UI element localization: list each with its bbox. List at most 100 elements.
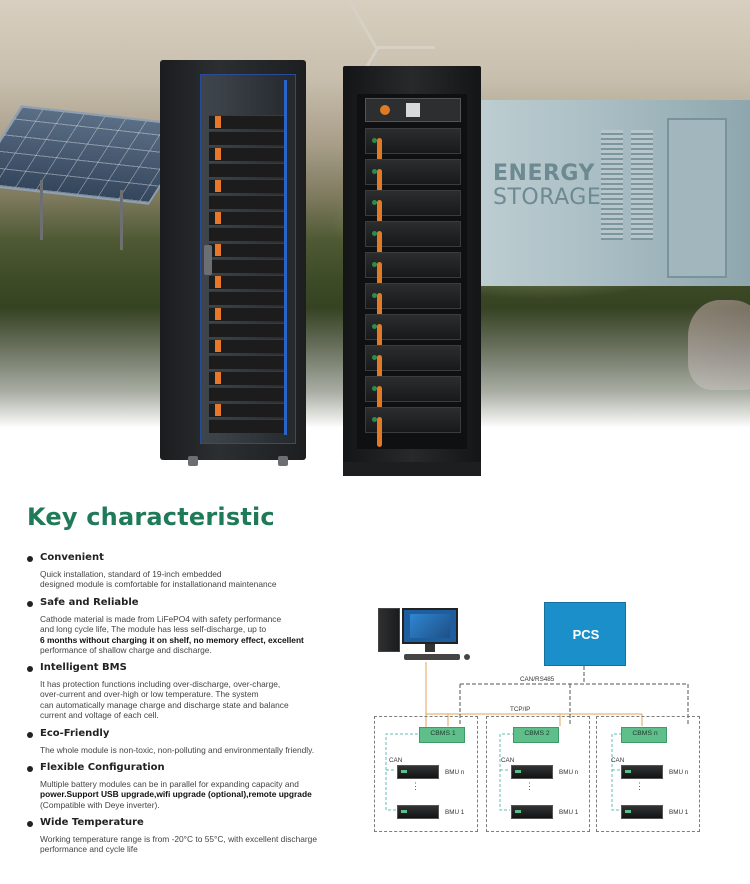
feature-title: Safe and Reliable xyxy=(40,597,139,608)
can-label: CAN xyxy=(389,757,403,764)
feature-line: designed module is comfortable for insta… xyxy=(40,579,277,590)
pcs-label: PCS xyxy=(572,627,600,642)
keyboard-icon xyxy=(404,654,460,660)
container-vent xyxy=(631,130,653,240)
monitor-stand xyxy=(425,644,435,652)
cable-tag xyxy=(215,276,221,288)
bmu-label: BMU n xyxy=(445,769,465,776)
battery-slot xyxy=(209,211,287,225)
orange-cable xyxy=(377,293,382,323)
feature-line: performance and cycle life xyxy=(40,844,138,855)
feature-title: Flexible Configuration xyxy=(40,762,165,773)
status-led-icon xyxy=(372,231,377,236)
feature-line: Multiple battery modules can be in paral… xyxy=(40,779,299,789)
bullet-icon xyxy=(27,556,33,562)
battery-cabinet-glass-door xyxy=(160,60,306,466)
bullet-icon xyxy=(27,821,33,827)
battery-slot xyxy=(209,403,287,417)
orange-cable xyxy=(377,386,382,416)
orange-cable xyxy=(377,169,382,199)
bmu-label: BMU 1 xyxy=(669,809,689,816)
feature-emphasis: power.Support USB upgrade,wifi upgrade (… xyxy=(40,789,312,800)
cbms-label: CBMS 2 xyxy=(524,730,550,737)
feature-body: Working temperature range is from -20°C … xyxy=(40,834,365,855)
cable-tag xyxy=(215,372,221,384)
battery-slot xyxy=(209,339,287,353)
status-led-icon xyxy=(372,262,377,267)
feature-body: The whole module is non-toxic, non-pollu… xyxy=(40,745,365,755)
can-label: CAN xyxy=(501,757,515,764)
cabinet-blue-strip xyxy=(284,80,287,435)
bmu-label: BMU 1 xyxy=(445,809,465,816)
bmu-module-icon xyxy=(621,805,663,819)
bmu-module-icon xyxy=(397,765,439,779)
pcs-box: PCS xyxy=(544,602,626,666)
feature-line: Quick installation, standard of 19-inch … xyxy=(40,569,222,579)
solar-panel-leg xyxy=(40,180,43,240)
feature-line: current and voltage of each cell. xyxy=(40,710,159,721)
feature-emphasis: 6 months without charging it on shelf, n… xyxy=(40,634,304,645)
container-label: ENERGY STORAGE xyxy=(493,162,601,210)
battery-cluster-1: CBMS 1 CAN BMU n ⋮ BMU 1 xyxy=(374,716,478,832)
bmu-label: BMU n xyxy=(559,769,579,776)
battery-slot xyxy=(209,307,287,321)
feature-title: Convenient xyxy=(40,552,104,563)
status-led-icon xyxy=(372,324,377,329)
cabinet-foot xyxy=(188,456,198,466)
mouse-icon xyxy=(464,654,470,660)
ellipsis: ⋮ xyxy=(525,781,534,791)
bullet-icon xyxy=(27,666,33,672)
cabinet-control-panel xyxy=(365,98,461,122)
feature-line: and long cycle life, The module has less… xyxy=(40,624,267,635)
status-led-icon xyxy=(372,200,377,205)
feature-body: It has protection functions including ov… xyxy=(40,679,365,721)
cable-tag xyxy=(215,404,221,416)
display-screen-icon xyxy=(406,103,420,117)
cbms-box: CBMS 1 xyxy=(419,727,465,743)
battery-slot xyxy=(209,195,287,209)
bullet-icon xyxy=(27,766,33,772)
cable-tag xyxy=(215,116,221,128)
battery-slot xyxy=(209,387,287,401)
ellipsis: ⋮ xyxy=(411,781,420,791)
cable-tag xyxy=(215,244,221,256)
bullet-icon xyxy=(27,601,33,607)
feature-line: (Compatible with Deye inverter). xyxy=(40,799,160,810)
orange-cable xyxy=(377,324,382,354)
battery-slot xyxy=(209,227,287,241)
container-vent xyxy=(601,130,623,240)
feature-line: over-current and over-high or low temper… xyxy=(40,689,259,700)
battery-slot xyxy=(209,371,287,385)
status-led-icon xyxy=(372,355,377,360)
orange-cable xyxy=(377,262,382,292)
battery-cluster-2: CBMS 2 CAN BMU n ⋮ BMU 1 xyxy=(486,716,590,832)
container-label-line1: ENERGY xyxy=(493,161,595,186)
battery-cluster-n: CBMS n CAN BMU n ⋮ BMU 1 xyxy=(596,716,700,832)
bmu-label: BMU n xyxy=(669,769,689,776)
power-button-icon xyxy=(380,105,390,115)
turbine-blade xyxy=(377,46,435,49)
cable-tag xyxy=(215,308,221,320)
battery-slot xyxy=(209,243,287,257)
battery-slot xyxy=(209,131,287,145)
battery-module xyxy=(365,252,461,278)
ellipsis: ⋮ xyxy=(635,781,644,791)
feature-line: Cathode material is made from LiFePO4 wi… xyxy=(40,614,282,624)
feature-title: Wide Temperature xyxy=(40,817,144,828)
battery-slot xyxy=(209,275,287,289)
status-led-icon xyxy=(372,417,377,422)
feature-line-emphasis: power.Support USB upgrade,wifi upgrade (… xyxy=(40,789,365,799)
battery-slot xyxy=(209,259,287,273)
orange-cable xyxy=(377,355,382,385)
feature-line: can automatically manage charge and disc… xyxy=(40,699,289,710)
feature-line: Working temperature range is from -20°C … xyxy=(40,834,317,844)
bmu-module-icon xyxy=(511,805,553,819)
cabinet-handle xyxy=(204,245,212,275)
feature-body: Quick installation, standard of 19-inch … xyxy=(40,569,365,590)
battery-slot xyxy=(209,323,287,337)
bmu-module-icon xyxy=(397,805,439,819)
computer-tower-icon xyxy=(378,608,400,652)
orange-cable xyxy=(377,417,382,447)
status-led-icon xyxy=(372,138,377,143)
status-led-icon xyxy=(372,293,377,298)
